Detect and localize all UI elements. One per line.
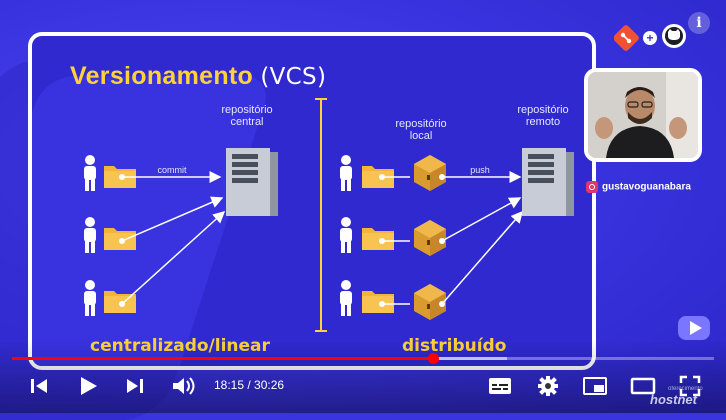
progress-scrubber[interactable] (427, 353, 439, 364)
time-separator: / (244, 378, 255, 392)
miniplayer-icon[interactable] (582, 372, 608, 400)
sponsor-watermark: oferecimento hostnet (650, 386, 703, 407)
vcs-diagram (84, 148, 574, 320)
folder-icon (362, 228, 394, 250)
remote-repo-label-line2: remoto (525, 116, 561, 128)
presenter-image (588, 72, 698, 158)
slide-title: Versionamento (VCS) (70, 62, 326, 91)
time-display: 18:15 / 30:26 (214, 378, 284, 392)
info-button[interactable]: i (688, 12, 710, 34)
box-icon (414, 155, 446, 191)
remote-repo-label-line1: repositório (517, 104, 569, 116)
presenter-webcam (584, 68, 702, 162)
next-icon[interactable] (124, 372, 146, 400)
previous-icon[interactable] (28, 372, 50, 400)
person-icon (340, 217, 352, 253)
duration: 30:26 (254, 378, 285, 392)
slide-title-main: Versionamento (70, 62, 254, 90)
person-icon (84, 217, 96, 253)
sponsor-watermark-small: oferecimento (668, 386, 703, 392)
play-icon[interactable] (76, 372, 100, 400)
instagram-icon (586, 181, 598, 193)
central-repo-label-line2: central (230, 116, 264, 128)
slide: Versionamento (VCS) repositório central … (28, 32, 596, 370)
sponsor-watermark-text: hostnet (650, 392, 697, 407)
server-icon (522, 148, 574, 216)
settings-gear-icon[interactable] (536, 372, 560, 400)
person-icon (340, 155, 352, 191)
central-repo-label-line1: repositório (221, 104, 273, 116)
current-time: 18:15 (214, 378, 245, 392)
folder-icon (362, 291, 394, 313)
local-repo-label-line1: repositório (395, 118, 447, 130)
centralized-label: centralizado/linear (90, 336, 270, 356)
theater-mode-icon[interactable] (630, 372, 656, 400)
central-repo-label: repositório central (212, 104, 282, 128)
server-icon (226, 148, 278, 216)
commit-label: commit (157, 165, 187, 175)
channel-watermark-icon[interactable] (676, 310, 712, 346)
git-github-logo: + (614, 24, 686, 51)
svg-text:+: + (646, 31, 653, 45)
local-repo-label: repositório local (386, 118, 456, 142)
person-icon (340, 280, 352, 316)
player-controls-bar (0, 340, 726, 413)
progress-played (12, 357, 433, 360)
section-divider (315, 98, 327, 332)
local-repo-label-line2: local (409, 130, 433, 142)
remote-repo-label: repositório remoto (508, 104, 578, 128)
person-icon (84, 155, 96, 191)
instagram-handle: gustavoguanabara (586, 181, 691, 193)
fullscreen-icon[interactable] (678, 372, 702, 400)
slide-title-suffix: (VCS) (260, 64, 327, 90)
volume-icon[interactable] (170, 372, 196, 400)
subtitles-icon[interactable] (487, 372, 513, 400)
person-icon (84, 280, 96, 316)
box-icon (414, 220, 446, 256)
instagram-handle-text: gustavoguanabara (602, 181, 691, 193)
distributed-label: distribuído (402, 336, 506, 356)
push-label: push (470, 165, 490, 175)
